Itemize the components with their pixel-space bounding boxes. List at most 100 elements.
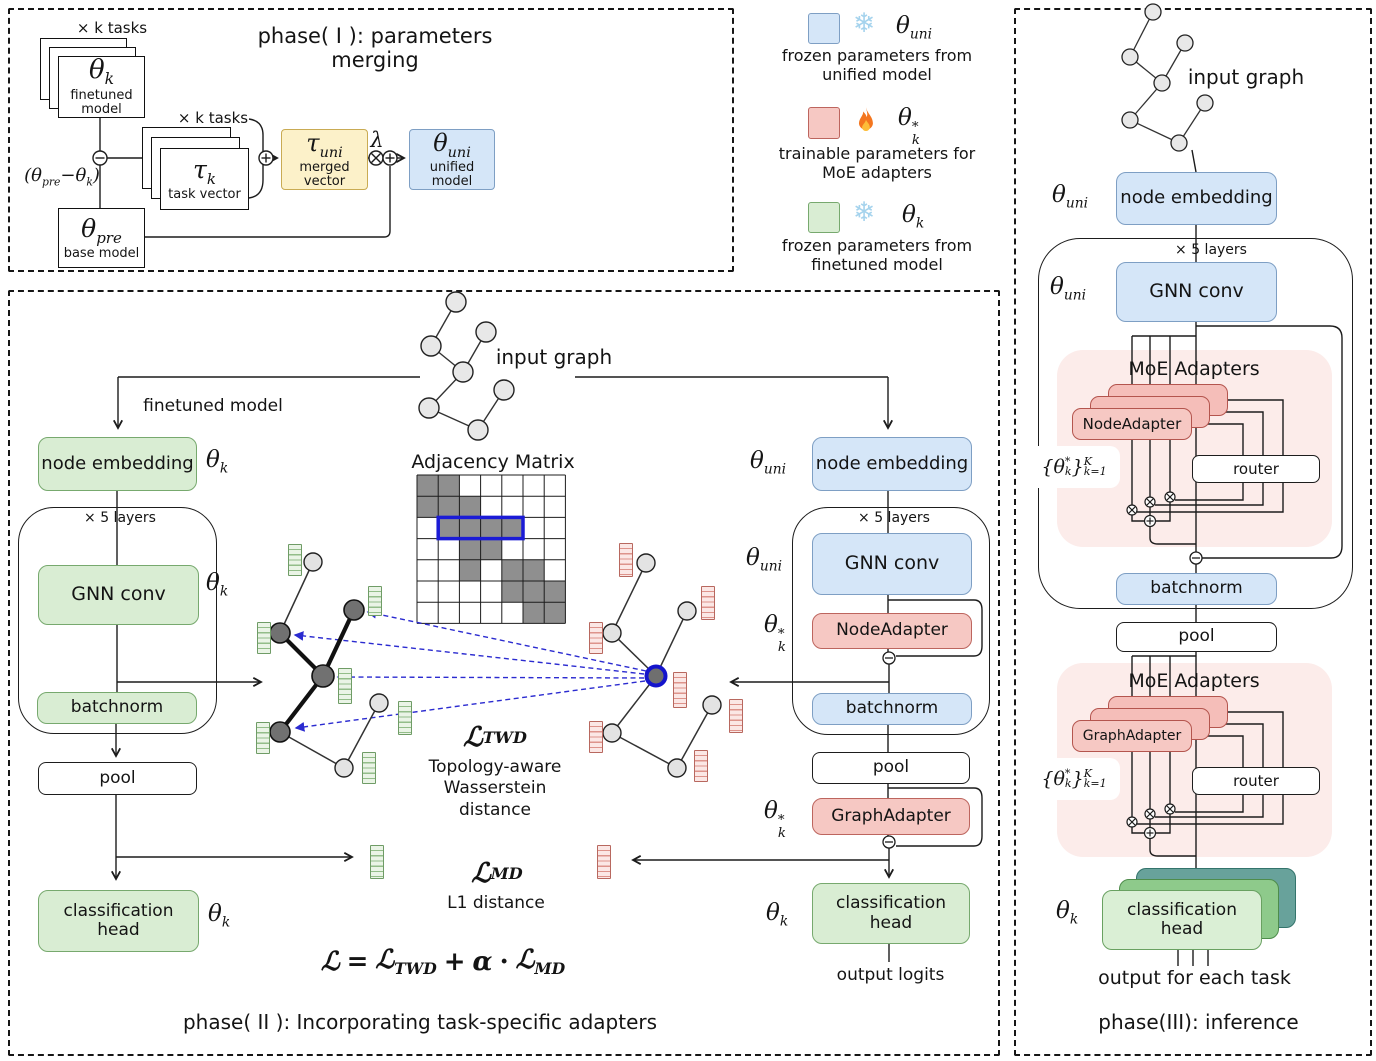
pool-box-right: pool	[812, 752, 970, 784]
snowflake-icon: ❄	[852, 8, 876, 39]
otimes-icon	[1144, 808, 1156, 820]
k-tasks-label: × k tasks	[76, 19, 148, 37]
task-vector-box: τk task vector	[160, 148, 249, 210]
task-vector-caption: task vector	[168, 186, 241, 202]
node-feature-bar	[694, 750, 708, 782]
gnn-conv-box-left: GNN conv	[38, 565, 199, 625]
theta-k-star-label: θ*k	[764, 798, 786, 841]
phase2-input-graph	[418, 291, 515, 441]
theta-k-label: θk	[206, 447, 229, 477]
oplus-residual-icon	[882, 651, 896, 665]
node-embedding-box-p3: node embedding	[1116, 172, 1277, 225]
phase3-title: phase(III): inference	[1098, 1010, 1299, 1034]
oplus-residual-icon	[1189, 551, 1203, 565]
unified-caption: unified model	[429, 159, 475, 189]
layers-container-left	[18, 507, 217, 734]
merged-caption: merged vector	[299, 159, 350, 189]
graph-embedding-bar-unified	[597, 845, 611, 879]
phase2-wires	[111, 376, 983, 962]
legend-swatch-finetuned	[808, 202, 840, 233]
phase3-panel	[1014, 8, 1372, 1056]
output-each-task-label: output for each task	[1098, 967, 1291, 989]
base-caption: base model	[63, 245, 140, 261]
finetuned-model-label: finetuned model	[143, 396, 283, 416]
anchor-node	[644, 664, 668, 688]
fire-icon	[853, 106, 879, 138]
pool-box-p3: pool	[1116, 622, 1277, 652]
batchnorm-box-p3: batchnorm	[1116, 573, 1277, 605]
node-feature-bar	[398, 701, 412, 735]
graph-embedding-bar-finetuned	[370, 845, 384, 879]
legend-swatch-trainable	[808, 107, 840, 139]
otimes-icon	[1164, 803, 1176, 815]
router-box: router	[1192, 455, 1320, 483]
ominus-icon	[92, 150, 108, 166]
gnn-conv-box-p3: GNN conv	[1116, 262, 1277, 322]
phase2-operators	[882, 651, 896, 849]
phase1-operators	[92, 150, 398, 166]
node-feature-bar	[368, 586, 382, 616]
node-feature-bar	[338, 668, 352, 704]
phase1-panel	[8, 8, 734, 272]
moe-adapters-title: MoE Adapters	[1128, 670, 1260, 692]
adjacency-matrix-title: Adjacency Matrix	[411, 451, 575, 473]
classification-head-box-right: classification head	[812, 883, 970, 944]
otimes-icon	[1144, 496, 1156, 508]
phase2-title: phase( II ): Incorporating task-specific…	[182, 1010, 658, 1034]
otimes-icon	[1164, 491, 1176, 503]
phase3-operators	[1126, 491, 1203, 840]
finetuned-caption: finetuned model	[70, 88, 133, 118]
node-feature-bar	[619, 543, 633, 577]
base-model-box: θpre base model	[58, 208, 145, 268]
otimes-icon	[368, 150, 384, 166]
layers-label: × 5 layers	[84, 510, 156, 526]
node-feature-bar	[288, 544, 302, 576]
phase3-input-graph	[1121, 3, 1214, 152]
oplus-icon	[258, 150, 274, 166]
merged-vector-box: τuni merged vector	[281, 129, 368, 190]
finetuned-graph	[269, 552, 389, 778]
theta-k-label: θk	[1056, 898, 1079, 928]
pool-box-left: pool	[38, 762, 197, 795]
wasserstein-matching-arrows	[293, 608, 647, 732]
theta-uni-label: θuni	[746, 545, 783, 575]
gnn-conv-box-right: GNN conv	[812, 533, 972, 595]
moe-adapters-title: MoE Adapters	[1128, 358, 1260, 380]
lambda-label: λ	[370, 128, 384, 152]
adjacency-matrix	[416, 474, 566, 624]
input-graph-label: input graph	[495, 345, 613, 369]
node-adapter-box-p3: NodeAdapter	[1072, 408, 1192, 440]
layers-container-p3	[1038, 238, 1353, 609]
node-feature-bar	[589, 721, 603, 753]
node-embedding-box-right: node embedding	[812, 437, 972, 491]
layers-label: × 5 layers	[1175, 242, 1247, 258]
loss-twd-description: Topology-aware Wasserstein distance	[428, 757, 562, 820]
theta-k-star-label: θ*k	[764, 612, 786, 655]
input-graph-label: input graph	[1187, 65, 1305, 89]
legend-theta-k-star: θ*k	[898, 105, 920, 148]
phase2-panel	[8, 290, 1000, 1056]
theta-k-label: θk	[208, 901, 231, 931]
oplus-residual-icon	[882, 835, 896, 849]
layers-label: × 5 layers	[858, 510, 930, 526]
loss-md-description: L1 distance	[447, 893, 545, 913]
batchnorm-box-left: batchnorm	[37, 692, 197, 724]
theta-pre-minus-label: (θpre−θk)	[24, 165, 100, 189]
theta-uni-label: θuni	[1052, 182, 1089, 212]
node-feature-bar	[729, 699, 743, 733]
otimes-icon	[1126, 504, 1138, 516]
layers-container-right	[792, 507, 990, 735]
node-feature-bar	[257, 622, 271, 654]
classification-head-box-p3: classification head	[1102, 890, 1262, 950]
node-adapter-box: NodeAdapter	[812, 613, 972, 649]
finetuned-model-box: θk finetuned model	[58, 56, 145, 118]
node-feature-bar	[589, 622, 603, 654]
theta-k-label: θk	[766, 900, 789, 930]
phase1-title: phase( I ): parameters merging	[257, 24, 493, 72]
oplus-icon	[382, 150, 398, 166]
unified-model-box: θuni unified model	[409, 129, 495, 190]
batchnorm-box-right: batchnorm	[812, 693, 972, 725]
